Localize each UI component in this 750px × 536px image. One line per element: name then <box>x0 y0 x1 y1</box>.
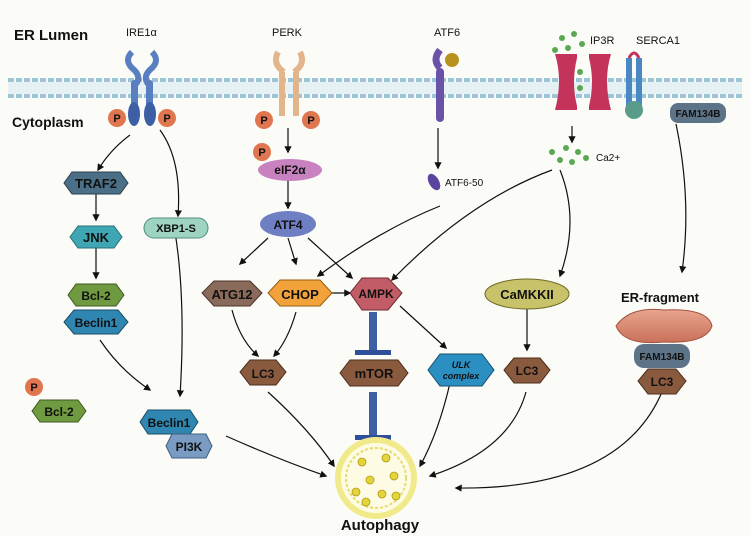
svg-text:P: P <box>258 147 265 159</box>
er-fragment-node <box>615 308 713 344</box>
er-lumen-label: ER Lumen <box>14 27 88 44</box>
ire1-phospho-left: P <box>108 109 126 127</box>
svg-text:eIF2α: eIF2α <box>274 163 306 177</box>
svg-text:ATG12: ATG12 <box>212 287 253 302</box>
atf4-node: ATF4 <box>260 211 316 237</box>
calcium-ions-lumen <box>552 31 585 53</box>
ulk-complex-node: ULK complex <box>427 353 495 387</box>
svg-text:P: P <box>30 382 37 394</box>
pi3k-node: PI3K <box>165 433 213 459</box>
svg-text:LC3: LC3 <box>651 375 674 389</box>
atf6-label: ATF6 <box>434 27 460 39</box>
er-fragment-label: ER-fragment <box>621 290 700 305</box>
chop-node: CHOP <box>267 279 333 307</box>
autophagosome <box>335 437 417 519</box>
svg-text:Beclin1: Beclin1 <box>75 316 118 330</box>
calcium-ions-cytoplasm <box>549 145 589 165</box>
svg-text:FAM134B: FAM134B <box>675 109 720 120</box>
lc3-right-node: LC3 <box>637 368 687 395</box>
ire1-receptor <box>125 49 159 126</box>
atf6-receptor <box>432 47 459 122</box>
bcl2-phospho: P <box>25 378 43 396</box>
svg-text:P: P <box>163 113 170 125</box>
traf2-node: TRAF2 <box>63 171 129 195</box>
fam134b-membrane: FAM134B <box>670 103 726 123</box>
beclin1-complex-node: Beclin1 <box>139 409 199 435</box>
svg-text:PI3K: PI3K <box>176 440 203 454</box>
svg-text:ATF6-50: ATF6-50 <box>445 178 484 189</box>
svg-text:complex: complex <box>443 371 481 381</box>
bcl2-phosphorylated-node: Bcl-2 <box>31 399 87 423</box>
mtor-node: mTOR <box>339 359 409 387</box>
perk-phospho-left: P <box>255 111 273 129</box>
svg-text:TRAF2: TRAF2 <box>75 176 117 191</box>
ire1-phospho-right: P <box>158 109 176 127</box>
ip3r-label: IP3R <box>590 35 615 47</box>
svg-text:LC3: LC3 <box>516 364 539 378</box>
fam134b-fragment-node: FAM134B <box>634 344 690 368</box>
svg-text:LC3: LC3 <box>252 367 275 381</box>
inhibition-ampk-mtor <box>355 312 391 355</box>
ire1-label: IRE1α <box>126 27 157 39</box>
serca1-label: SERCA1 <box>636 35 680 47</box>
perk-receptor <box>273 50 305 116</box>
svg-text:ULK: ULK <box>452 360 472 370</box>
atg12-node: ATG12 <box>201 280 263 307</box>
beclin1-node: Beclin1 <box>63 309 129 335</box>
svg-text:CaMKKII: CaMKKII <box>500 287 553 302</box>
atf6-50-node: ATF6-50 <box>427 173 484 191</box>
inhibition-mtor-autophagy <box>355 392 391 440</box>
ampk-node: AMPK <box>349 277 403 311</box>
autophagy-label: Autophagy <box>341 517 420 534</box>
camkkii-node: CaMKKII <box>484 278 570 310</box>
svg-text:P: P <box>307 115 314 127</box>
lc3-middle-node: LC3 <box>503 357 551 384</box>
svg-text:Beclin1: Beclin1 <box>148 416 191 430</box>
svg-text:FAM134B: FAM134B <box>639 352 684 363</box>
eif2a-phospho: P <box>253 143 271 161</box>
perk-label: PERK <box>272 27 303 39</box>
er-membrane <box>8 78 742 98</box>
bcl2-node: Bcl-2 <box>67 283 125 307</box>
svg-text:CHOP: CHOP <box>281 287 319 302</box>
svg-text:XBP1-S: XBP1-S <box>156 223 196 235</box>
perk-phospho-right: P <box>302 111 320 129</box>
ca2-label: Ca2+ <box>596 153 620 164</box>
jnk-node: JNK <box>69 225 123 249</box>
svg-text:P: P <box>113 113 120 125</box>
eif2a-node: eIF2α <box>258 159 322 181</box>
serca1-pump <box>625 51 643 119</box>
cytoplasm-label: Cytoplasm <box>12 114 84 130</box>
ip3r-channel <box>555 54 611 110</box>
svg-text:mTOR: mTOR <box>355 366 394 381</box>
lc3-left-node: LC3 <box>239 359 287 386</box>
xbp1s-node: XBP1-S <box>143 217 209 239</box>
svg-text:ATF4: ATF4 <box>273 218 302 232</box>
svg-text:P: P <box>260 115 267 127</box>
svg-text:JNK: JNK <box>83 230 110 245</box>
svg-text:AMPK: AMPK <box>358 287 394 301</box>
svg-text:Bcl-2: Bcl-2 <box>81 289 111 303</box>
svg-text:Bcl-2: Bcl-2 <box>44 405 74 419</box>
